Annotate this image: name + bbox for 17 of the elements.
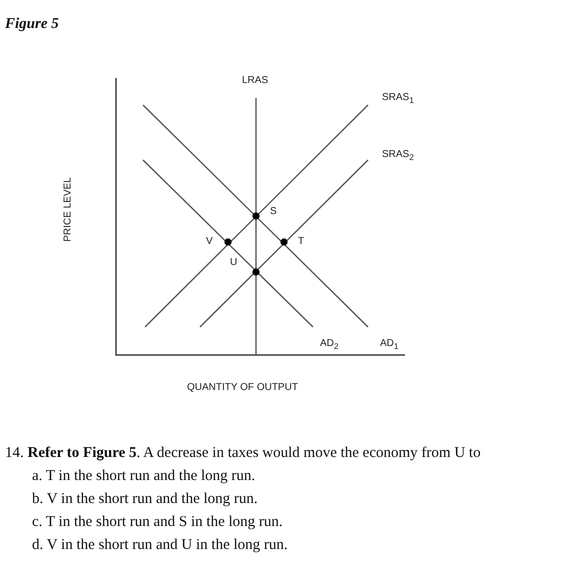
curve-label: SRAS$_{2}$ — [382, 149, 414, 162]
point-label: U — [230, 257, 238, 268]
curve-label: AD$_{1}$ — [380, 338, 399, 351]
curve-label: AD$_{2}$ — [320, 338, 339, 351]
point-label: S — [270, 206, 277, 217]
question-text: 14. Refer to Figure 5. A decrease in taxes would move the economy from U to — [5, 445, 481, 462]
curve-label: SRAS$_{1}$ — [382, 92, 414, 105]
answer-option: d. V in the short run and U in the long run. — [32, 537, 288, 554]
point-label: T — [298, 236, 304, 247]
axis-title: QUANTITY OF OUTPUT — [187, 382, 298, 393]
answer-option: b. V in the short run and the long run. — [32, 491, 258, 508]
axis-title: PRICE LEVEL — [62, 177, 74, 242]
point-label: V — [206, 236, 213, 247]
answer-option: a. T in the short run and the long run. — [32, 468, 256, 485]
answer-option: c. T in the short run and S in the long run. — [32, 514, 283, 531]
curve-label: LRAS — [242, 75, 268, 86]
figure-title: Figure 5 — [5, 16, 59, 33]
